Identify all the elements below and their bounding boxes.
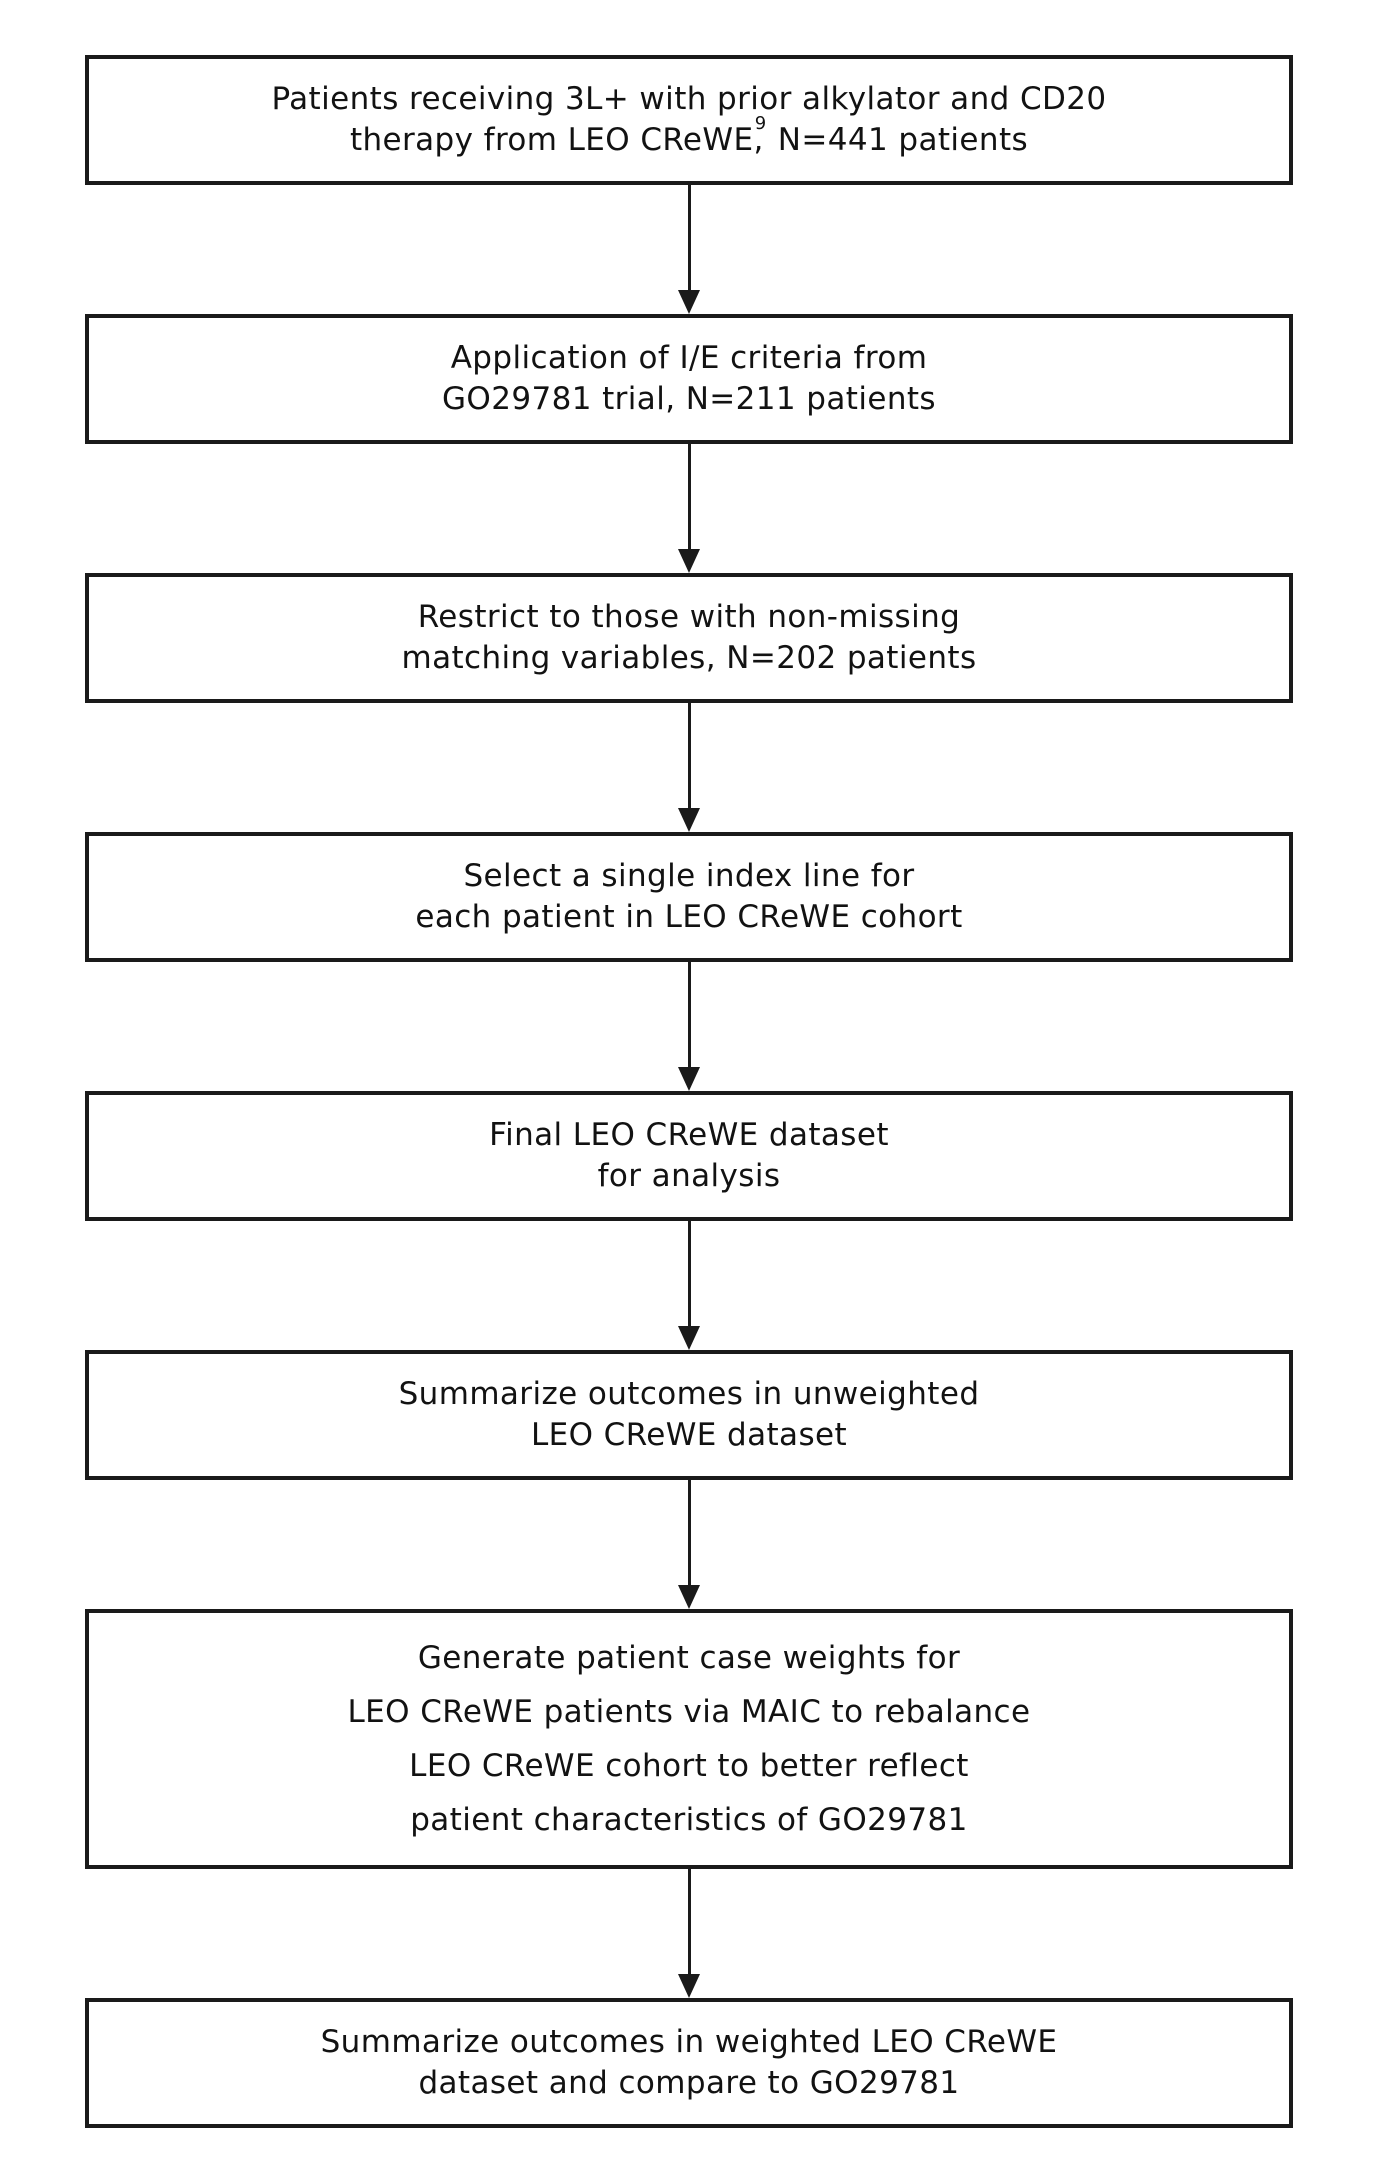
arrow-head-icon <box>678 1326 700 1350</box>
flow-box-line: Patients receiving 3L+ with prior alkyla… <box>271 81 1107 117</box>
arrow-head-icon <box>678 1974 700 1998</box>
non-missing-variables-box: Restrict to those with non-missing matchi… <box>85 573 1293 703</box>
flow-box-line: Application of I/E criteria from <box>450 340 928 376</box>
arrow-head-icon <box>678 549 700 573</box>
arrow-shaft <box>687 1869 691 1974</box>
weighted-outcomes-box: Summarize outcomes in weighted LEO CReWE… <box>85 1998 1293 2128</box>
arrow-shaft <box>687 1221 691 1326</box>
flow-box-line: LEO CReWE patients via MAIC to rebalance <box>347 1694 1031 1730</box>
arrow-shaft <box>687 1480 691 1585</box>
cohort-source-box: Patients receiving 3L+ with prior alkyla… <box>85 55 1293 185</box>
flow-box-line: each patient in LEO CReWE cohort <box>415 899 963 935</box>
flow-box-line: matching variables, N=202 patients <box>401 640 977 676</box>
down-arrow <box>85 703 1293 832</box>
down-arrow <box>85 444 1293 573</box>
flow-box-line: Restrict to those with non-missing <box>417 599 961 635</box>
flow-box-line: therapy from LEO CReWE,9 N=441 patients <box>349 112 1029 158</box>
final-dataset-box: Final LEO CReWE dataset for analysis <box>85 1091 1293 1221</box>
flow-box-line: patient characteristics of GO29781 <box>410 1802 968 1838</box>
down-arrow <box>85 962 1293 1091</box>
flowchart: Patients receiving 3L+ with prior alkyla… <box>85 55 1293 2128</box>
flow-box-line: GO29781 trial, N=211 patients <box>442 381 936 417</box>
arrow-shaft <box>687 962 691 1067</box>
arrow-shaft <box>687 703 691 808</box>
arrow-shaft <box>687 185 691 290</box>
down-arrow <box>85 185 1293 314</box>
arrow-head-icon <box>678 290 700 314</box>
flow-box-line: Final LEO CReWE dataset <box>489 1117 889 1153</box>
flow-box-line: dataset and compare to GO29781 <box>418 2065 960 2101</box>
down-arrow <box>85 1480 1293 1609</box>
citation-superscript: 9 <box>754 112 767 134</box>
flow-box-line: Summarize outcomes in weighted LEO CReWE <box>320 2024 1058 2060</box>
flow-box-line: Generate patient case weights for <box>417 1640 961 1676</box>
index-line-selection-box: Select a single index line for each patie… <box>85 832 1293 962</box>
arrow-head-icon <box>678 808 700 832</box>
flow-box-line: Select a single index line for <box>463 858 915 894</box>
down-arrow <box>85 1221 1293 1350</box>
down-arrow <box>85 1869 1293 1998</box>
arrow-shaft <box>687 444 691 549</box>
flow-box-line: LEO CReWE cohort to better reflect <box>409 1748 969 1784</box>
arrow-head-icon <box>678 1067 700 1091</box>
flow-box-line: LEO CReWE dataset <box>530 1417 848 1453</box>
flow-box-line: for analysis <box>597 1158 781 1194</box>
arrow-head-icon <box>678 1585 700 1609</box>
flow-box-line: Summarize outcomes in unweighted <box>398 1376 980 1412</box>
